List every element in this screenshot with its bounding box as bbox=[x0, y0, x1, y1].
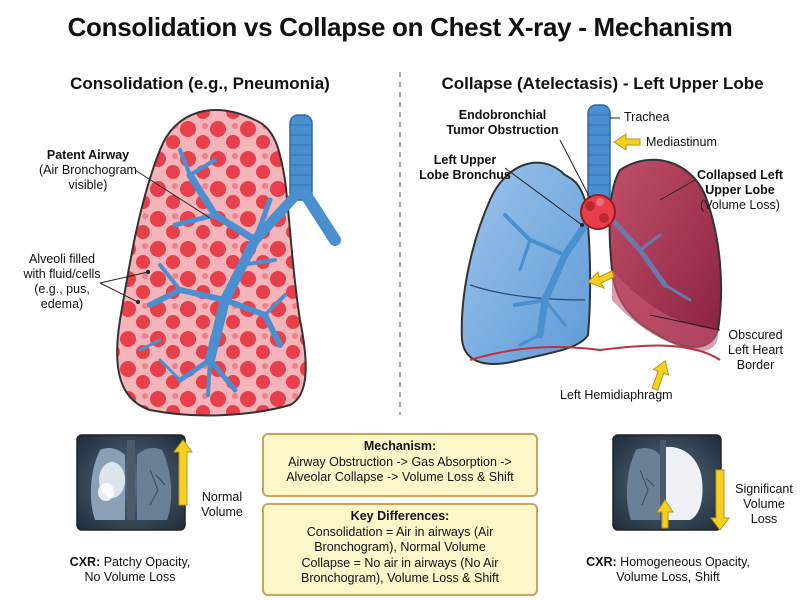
consolidated-lung bbox=[116, 109, 341, 417]
patent-airway-label: Patent Airway (Air Bronchogram visible) bbox=[39, 148, 137, 192]
mediastinum-label: Mediastinum bbox=[646, 135, 717, 149]
mechanism-line-1: Airway Obstruction -> Gas Absorption -> bbox=[288, 454, 512, 469]
differences-line-1: Consolidation = Air in airways (Air bbox=[306, 524, 494, 539]
differences-line-4: Bronchogram), Volume Loss & Shift bbox=[300, 571, 499, 585]
mechanism-line-2: Alveolar Collapse -> Volume Loss & Shift bbox=[286, 470, 514, 484]
differences-line-2: Bronchogram), Normal Volume bbox=[314, 540, 486, 554]
normal-volume-label: Normal Volume bbox=[201, 490, 243, 519]
mechanism-box: Mechanism: Airway Obstruction -> Gas Abs… bbox=[262, 433, 538, 497]
page-title: Consolidation vs Collapse on Chest X-ray… bbox=[67, 12, 733, 42]
shift-arrows bbox=[587, 133, 670, 391]
differences-line-3: Collapse = No air in airways (No Air bbox=[301, 555, 499, 570]
xray-consolidation bbox=[76, 434, 193, 531]
consolidation-cxr-caption: CXR: Patchy Opacity, No Volume Loss bbox=[69, 555, 191, 584]
differences-heading: Key Differences: bbox=[350, 509, 450, 523]
lul-bronchus-label: Left Upper Lobe Bronchus bbox=[419, 153, 511, 182]
collapsed-lobe-label: Collapsed Left Upper Lobe (Volume Loss) bbox=[696, 168, 784, 212]
hemidiaphragm-label: Left Hemidiaphragm bbox=[560, 388, 673, 402]
key-differences-box: Key Differences: Consolidation = Air in … bbox=[262, 503, 538, 596]
xray-collapse bbox=[612, 434, 730, 531]
obscured-heart-border-label: Obscured Left Heart Border bbox=[728, 328, 783, 372]
collapse-cxr-caption: CXR: Homogeneous Opacity, Volume Loss, S… bbox=[586, 555, 750, 584]
mechanism-heading: Mechanism: bbox=[363, 439, 437, 453]
tumor-mass bbox=[580, 194, 616, 230]
trachea-label: Trachea bbox=[624, 110, 670, 124]
alveoli-label: Alveoli filled with fluid/cells (e.g., p… bbox=[23, 252, 101, 311]
significant-volume-loss-label: Significant Volume Loss bbox=[735, 482, 793, 526]
endobronchial-label: Endobronchial Tumor Obstruction bbox=[446, 108, 559, 137]
collapse-lungs bbox=[460, 104, 723, 365]
collapse-panel-title: Collapse (Atelectasis) - Left Upper Lobe bbox=[441, 74, 764, 93]
consolidation-panel-title: Consolidation (e.g., Pneumonia) bbox=[70, 74, 330, 93]
